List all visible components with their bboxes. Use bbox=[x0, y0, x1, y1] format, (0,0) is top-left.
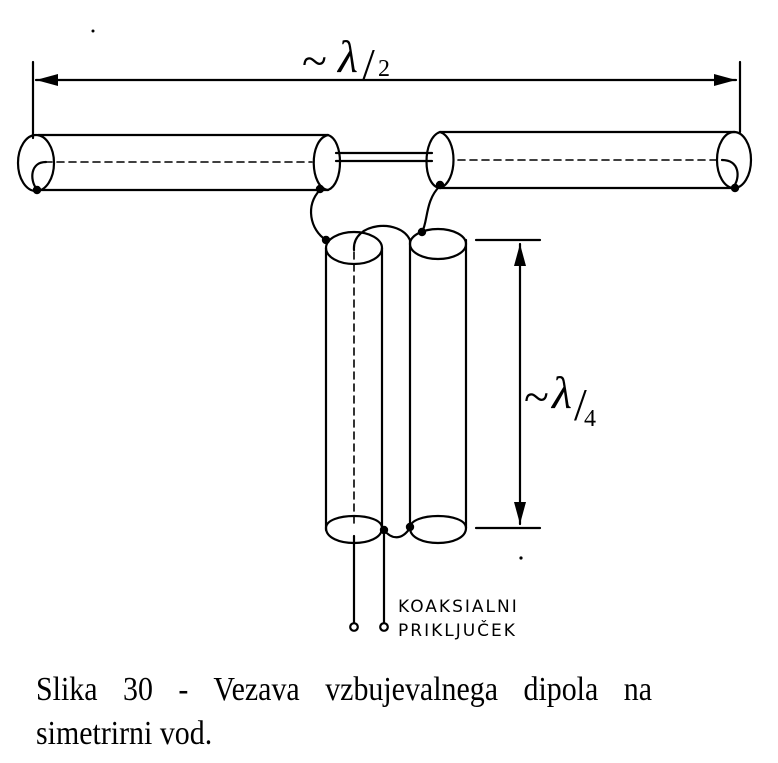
connector-label-line2: PRIKLJUČEK bbox=[398, 619, 517, 641]
half-wave-approx: ~ bbox=[302, 35, 327, 86]
left-arm-inner-end bbox=[312, 133, 341, 192]
right-arrowhead bbox=[714, 74, 736, 86]
half-wave-slash: / bbox=[362, 39, 375, 90]
left-arm-end-dot bbox=[32, 185, 42, 195]
connector-terminal-shield bbox=[379, 622, 389, 632]
figure-caption: Slika 30 - Vezava vzbujevalnega dipola n… bbox=[36, 671, 652, 752]
half-wave-lambda: λ bbox=[336, 31, 358, 82]
balun-crossover-wire bbox=[352, 224, 412, 252]
right-feed-wire bbox=[420, 184, 442, 234]
balun-right-tube bbox=[408, 227, 468, 545]
balun-left-tube bbox=[321, 230, 384, 545]
left-arm-outer-end bbox=[16, 133, 56, 193]
scan-speck bbox=[519, 556, 523, 560]
half-wave-divisor: 2 bbox=[378, 56, 390, 82]
balun-bottom-right-dot bbox=[405, 522, 415, 532]
half-wave-dimension: ~ λ / 2 bbox=[31, 31, 742, 140]
left-feed-wire bbox=[309, 188, 328, 242]
left-dipole-arm bbox=[16, 133, 341, 195]
quarter-wave-dimension: ~ λ / 4 bbox=[474, 238, 596, 530]
quarter-bottom-arrowhead bbox=[514, 502, 526, 524]
left-arrowhead bbox=[36, 74, 58, 86]
connector-label-line1: KOAKSIALNI bbox=[398, 597, 519, 617]
balun-left-top-dot bbox=[321, 235, 331, 245]
balun-right-top-end bbox=[408, 227, 468, 261]
quarter-wave-lambda: λ bbox=[550, 367, 572, 418]
right-arm-end-short bbox=[720, 158, 739, 188]
right-arm-end-dot bbox=[730, 183, 740, 193]
balun-right-top-dot bbox=[417, 227, 427, 237]
balun-bottom-left-dot bbox=[379, 525, 389, 535]
quarter-wave-approx: ~ bbox=[524, 371, 549, 422]
scan-speck bbox=[91, 29, 95, 33]
connector-terminal-center bbox=[349, 622, 359, 632]
left-arm-end-short bbox=[31, 160, 48, 190]
quarter-wave-slash: / bbox=[574, 379, 587, 430]
right-dipole-arm bbox=[425, 130, 753, 193]
balun-right-bottom-end bbox=[408, 514, 468, 545]
quarter-wave-divisor: 4 bbox=[584, 406, 596, 432]
quarter-top-arrowhead bbox=[514, 244, 526, 266]
